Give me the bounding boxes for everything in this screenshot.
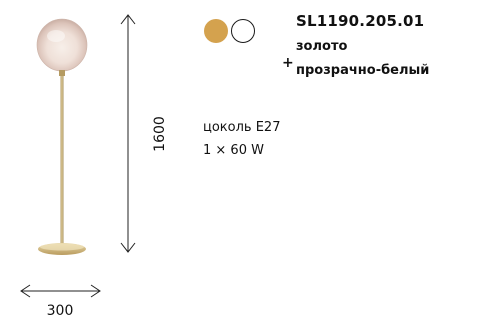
width-dimension-label: 300 xyxy=(46,303,74,319)
height-dimension-label: 1600 xyxy=(152,116,168,152)
finish-primary: золото xyxy=(296,39,348,54)
width-arrow-icon xyxy=(20,284,101,298)
lamp-stem xyxy=(60,76,64,246)
lamp-base xyxy=(38,243,86,255)
gold-swatch xyxy=(204,19,228,43)
spec-power: 1 × 60 W xyxy=(203,143,264,158)
plus-sign: + xyxy=(282,55,294,71)
spec-socket: цоколь E27 xyxy=(203,120,281,135)
lamp-collar xyxy=(59,70,65,76)
lamp-globe xyxy=(36,18,88,72)
finish-secondary: прозрачно-белый xyxy=(296,63,430,78)
height-arrow-icon xyxy=(120,14,136,253)
white-swatch xyxy=(231,19,255,43)
product-sku: SL1190.205.01 xyxy=(296,12,425,30)
